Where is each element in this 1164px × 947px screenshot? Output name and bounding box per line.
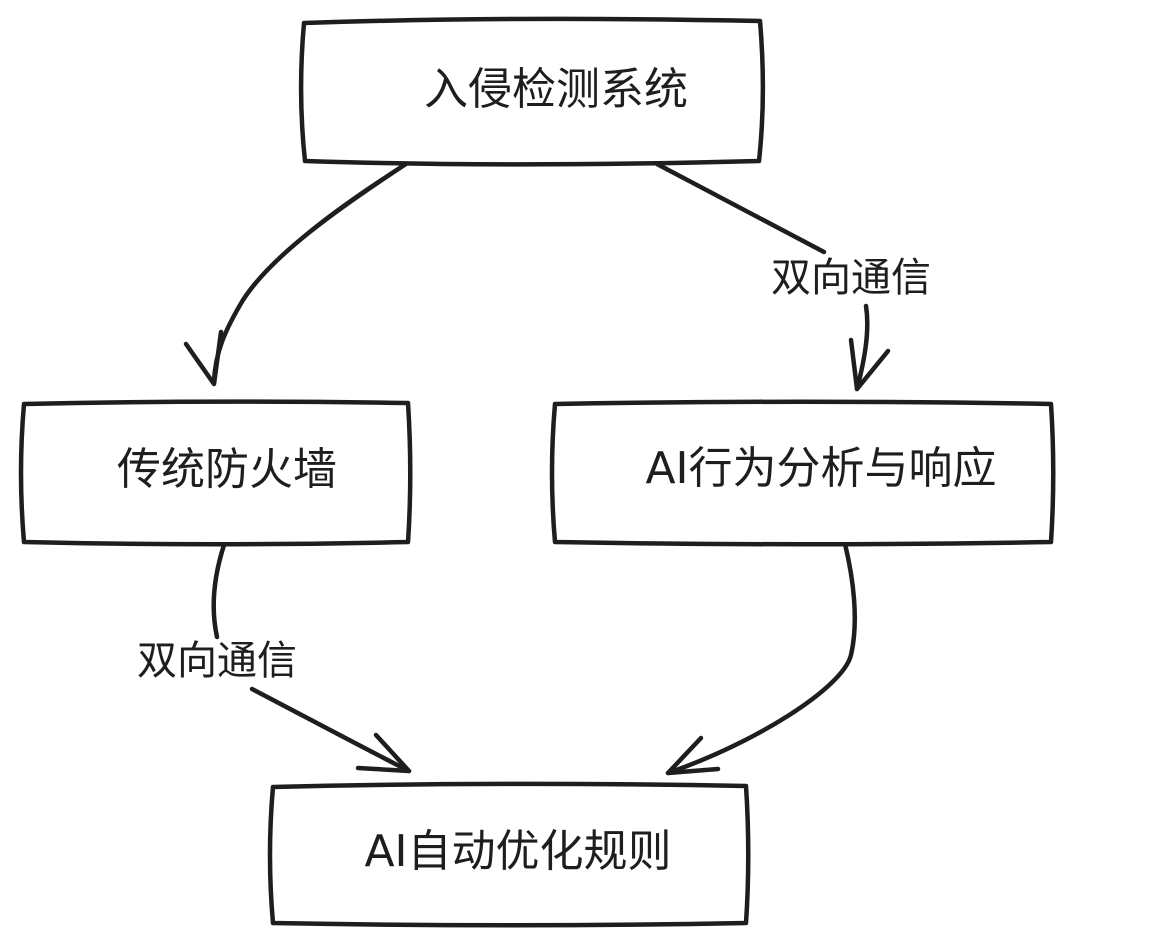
edge-label: 双向通信 [137, 638, 297, 684]
edge-line [249, 686, 412, 774]
edge-line [665, 541, 858, 776]
edge-ids-to-ai-analysis: 双向通信 [654, 161, 931, 392]
node-ai-behavior-analysis-response: AI行为分析与响应 [549, 399, 1056, 547]
arrowhead-down-right-icon [355, 732, 412, 774]
edge-ids-to-firewall [183, 156, 416, 387]
node-box [298, 16, 766, 167]
node-label: 入侵检测系统 [424, 64, 688, 115]
node-label: AI自动优化规则 [364, 826, 671, 877]
edge-line [211, 159, 412, 385]
edge-label: 双向通信 [771, 255, 931, 301]
node-box [18, 399, 413, 547]
edge-line-overdraw [303, 156, 416, 237]
arrowhead-down-left-icon [665, 735, 721, 776]
arrowhead-down-icon [183, 329, 224, 387]
node-box [549, 399, 1056, 547]
arrowhead-down-icon [848, 337, 891, 392]
node-box [267, 781, 751, 928]
node-label: AI行为分析与响应 [645, 443, 996, 494]
edge-line [654, 161, 827, 255]
edge-line [854, 303, 870, 392]
edge-line [211, 542, 227, 640]
edge-ai-analysis-to-ai-rules [665, 541, 858, 776]
edge-firewall-to-ai-rules: 双向通信 [137, 542, 412, 774]
node-traditional-firewall: 传统防火墙 [18, 399, 413, 547]
node-label: 传统防火墙 [117, 444, 337, 495]
node-ai-auto-optimize-rules: AI自动优化规则 [267, 781, 751, 928]
node-intrusion-detection-system: 入侵检测系统 [298, 16, 766, 167]
